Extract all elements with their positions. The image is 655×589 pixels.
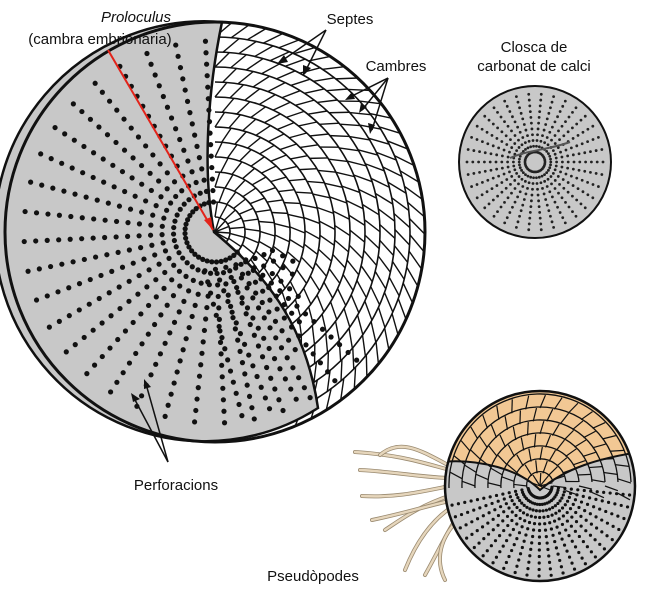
small-shell (459, 86, 611, 238)
label-pseudopodes: Pseudòpodes (267, 568, 359, 585)
label-septes: Septes (327, 11, 374, 28)
label-proloculus: Proloculus (101, 9, 172, 26)
label-perforacions: Perforacions (134, 477, 218, 494)
label-closca-line1: Closca de (501, 39, 568, 56)
label-cambres: Cambres (366, 58, 427, 75)
large-shell (0, 21, 425, 442)
label-proloculus-sub: (cambra embrionària) (28, 31, 171, 48)
pseudopods (355, 447, 460, 580)
living-foraminifer (355, 385, 640, 585)
label-closca-line2: carbonat de calci (477, 58, 590, 75)
